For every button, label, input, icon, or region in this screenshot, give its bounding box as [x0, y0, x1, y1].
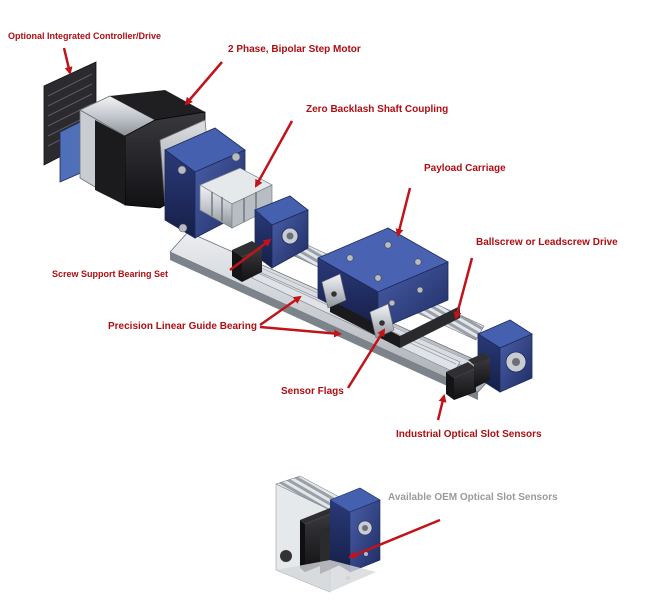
oem-sensor-inset: [275, 475, 381, 593]
label-carriage: Payload Carriage: [424, 163, 506, 174]
shaft-coupling: [199, 167, 273, 229]
label-inset-title: Available OEM Optical Slot Sensors: [388, 492, 558, 503]
sensor-flags: [321, 273, 395, 339]
label-coupling: Zero Backlash Shaft Coupling: [306, 104, 449, 115]
step-motor: [43, 61, 211, 209]
arrow-ballscrew: [453, 257, 474, 320]
label-motor: 2 Phase, Bipolar Step Motor: [228, 44, 361, 55]
arrow-support-bearing: [229, 238, 272, 271]
label-ballscrew: Ballscrew or Leadscrew Drive: [476, 237, 618, 248]
arrow-carriage: [395, 187, 412, 237]
label-support-bearing: Screw Support Bearing Set: [52, 269, 169, 279]
label-sensor-flags: Sensor Flags: [281, 386, 344, 397]
arrow-inset: [348, 518, 441, 559]
arrow-slot-sensors: [436, 394, 447, 421]
linear-stage-assembly: [43, 61, 533, 400]
arrow-linear-guide-2: [259, 325, 342, 338]
arrow-controller: [62, 47, 73, 75]
arrow-sensor-flags: [346, 328, 386, 389]
label-slot-sensors: Industrial Optical Slot Sensors: [396, 429, 542, 440]
arrow-coupling: [254, 120, 294, 188]
payload-carriage: [317, 227, 460, 348]
label-controller: Optional Integrated Controller/Drive: [8, 31, 162, 41]
label-linear-guide: Precision Linear Guide Bearing: [108, 321, 257, 332]
arrow-linear-guide-1: [259, 295, 302, 327]
arrow-motor: [184, 61, 223, 106]
right-slot-sensors: [446, 353, 490, 400]
callout-arrows: [62, 47, 474, 559]
